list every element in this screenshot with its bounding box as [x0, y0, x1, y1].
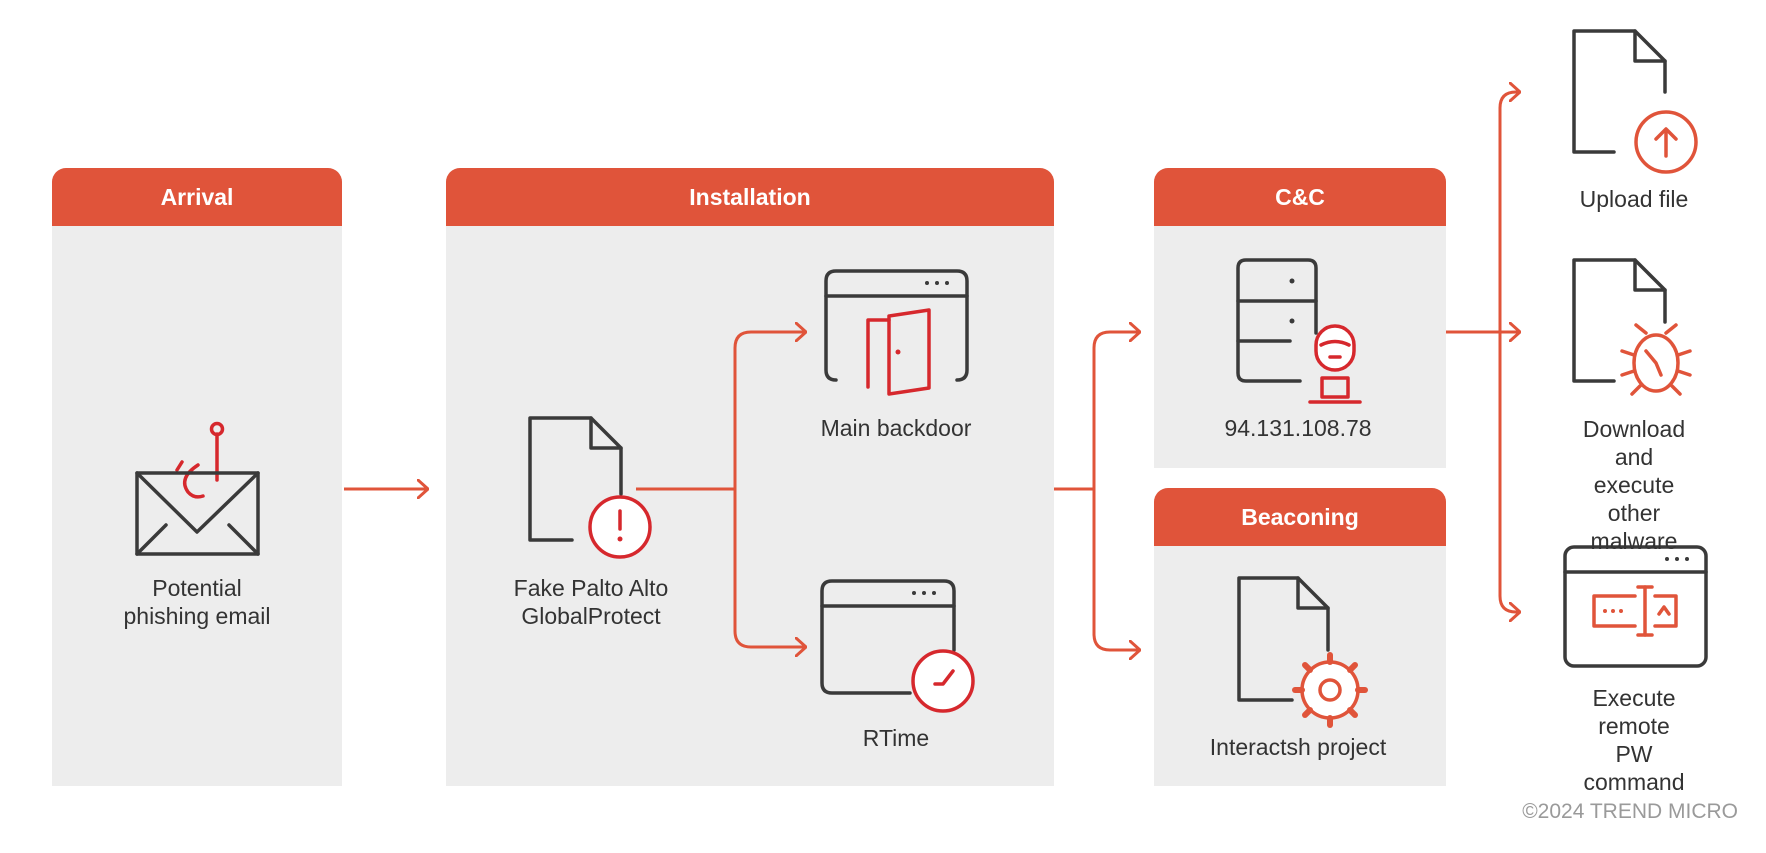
arrival-panel: Arrival	[52, 168, 342, 786]
arrow-to-execute	[1498, 332, 1520, 612]
download-label: Download and execute other malware	[1582, 416, 1686, 554]
arrow-to-rtime	[733, 489, 806, 647]
beaconing-panel: Beaconing	[1154, 488, 1446, 786]
email-label: Potential phishing email	[123, 575, 271, 629]
cnc-header: C&C	[1154, 168, 1446, 226]
beaconing-header: Beaconing	[1154, 488, 1446, 546]
installation-header: Installation	[446, 168, 1054, 226]
server-ip-label: 94.131.108.78	[1224, 415, 1372, 441]
backdoor-window-icon	[824, 269, 969, 396]
copyright: ©2024 TREND MICRO	[1522, 800, 1738, 823]
phishing-email-icon	[135, 421, 260, 556]
upload-label: Upload file	[1579, 186, 1689, 212]
timer-window-icon	[820, 579, 975, 713]
connectors	[344, 92, 1520, 650]
arrow-to-backdoor	[733, 332, 806, 489]
arrow-to-cnc	[1092, 332, 1140, 489]
password-window-icon	[1563, 545, 1708, 668]
server-user-icon	[1236, 258, 1362, 404]
arrow-to-beaconing	[1092, 489, 1140, 650]
file-bug-icon	[1572, 258, 1692, 396]
file-gear-icon	[1237, 576, 1368, 728]
file-warning-icon	[528, 416, 652, 559]
execute-label: Execute remote PW command	[1583, 685, 1685, 795]
file-upload-icon	[1572, 29, 1698, 174]
interactsh-label: Interactsh project	[1209, 734, 1387, 760]
backdoor-label: Main backdoor	[820, 415, 972, 441]
cnc-panel: C&C	[1154, 168, 1446, 468]
installer-label: Fake Palto Alto GlobalProtect	[513, 575, 669, 629]
rtime-label: RTime	[862, 725, 930, 751]
arrow-to-upload	[1498, 92, 1520, 332]
arrival-header: Arrival	[52, 168, 342, 226]
